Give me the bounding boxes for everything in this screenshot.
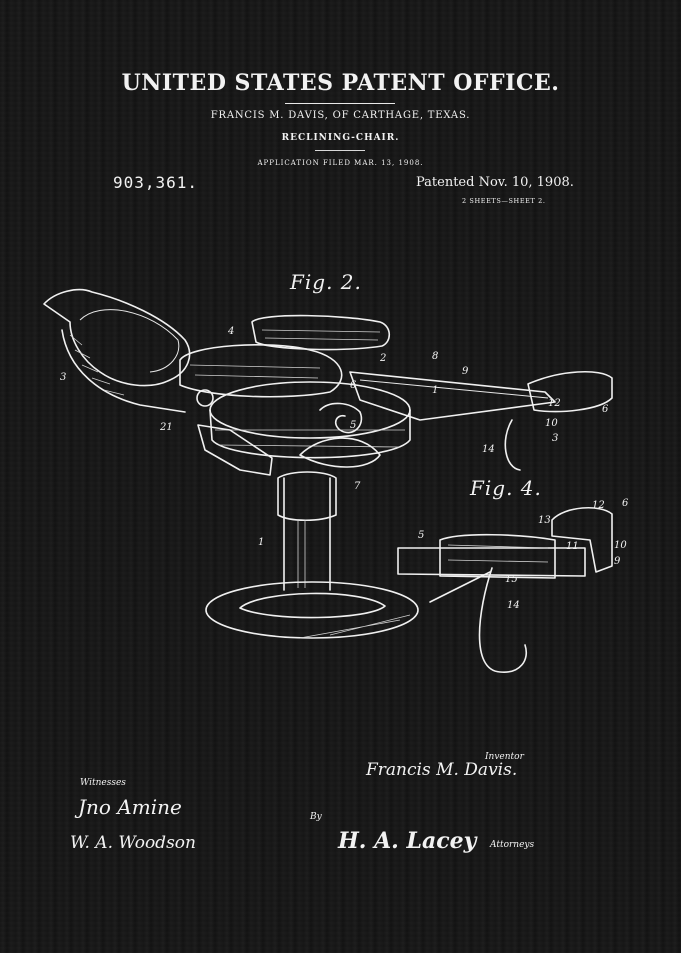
ref-numeral: 6 (622, 498, 629, 509)
ref-numeral: 7 (354, 481, 361, 492)
patent-date: Patented Nov. 10, 1908. (416, 175, 574, 190)
title-divider (285, 103, 395, 104)
ref-numeral: 5 (418, 530, 425, 541)
ref-numeral: 6 (350, 380, 357, 391)
patent-number: 903,361. (113, 173, 199, 192)
fig4-block (439, 533, 556, 579)
headrest-arm (61, 329, 186, 413)
ref-numeral: 8 (432, 351, 439, 362)
fig4-cap (551, 506, 613, 573)
ref-numeral: 9 (614, 556, 621, 567)
by-label: By (310, 812, 322, 822)
fig4-bar (397, 547, 586, 577)
fig4-detail (397, 506, 613, 673)
fig2-chair (43, 288, 613, 639)
ref-numeral: 10 (545, 418, 558, 429)
witness-signature-1: Jno Amine (78, 795, 182, 819)
sheet-count: 2 SHEETS—SHEET 2. (462, 197, 546, 205)
seat-drum-hatch (215, 429, 405, 448)
inventor-line: FRANCIS M. DAVIS, OF CARTHAGE, TEXAS. (210, 110, 471, 121)
pedestal-collar (277, 471, 337, 522)
side-plate (197, 424, 273, 476)
back-cushion (251, 314, 391, 351)
ref-numeral: 14 (482, 444, 495, 455)
ref-numeral: 6 (602, 404, 609, 415)
ref-numeral: 3 (60, 372, 67, 383)
fig4-label: Fig. 4. (470, 476, 542, 500)
seat-drum-side (209, 409, 411, 459)
attorneys-label: Attorneys (490, 840, 535, 850)
pedestal-base-hatch (299, 614, 411, 639)
ref-numeral: 12 (548, 398, 561, 409)
pedestal-column (283, 477, 331, 591)
invention-divider (315, 150, 365, 151)
headrest (43, 288, 191, 387)
ref-numeral: 5 (350, 420, 357, 431)
footrest-pad (527, 370, 613, 413)
ref-numeral: 1 (432, 385, 439, 396)
ref-numeral: 11 (566, 541, 579, 552)
seat-pivot (196, 389, 214, 407)
invention-name: RECLINING-CHAIR. (281, 133, 400, 143)
witnesses-label: Witnesses (80, 778, 126, 788)
headrest-inner (79, 309, 180, 373)
ref-numeral: 21 (160, 422, 173, 433)
fig2-label: Fig. 2. (290, 270, 362, 294)
ref-numeral: 13 (538, 515, 551, 526)
ref-numeral: 4 (228, 326, 235, 337)
ornament-bracket (319, 402, 363, 434)
inventor-label: Inventor (485, 752, 524, 762)
pedestal-base (205, 581, 419, 639)
ref-numeral: 2 (380, 353, 387, 364)
fig4-arm (429, 571, 491, 603)
footrest-beam-edge (359, 379, 549, 399)
inventor-signature: Francis M. Davis. (366, 760, 518, 780)
fig4-block-hatch (447, 544, 549, 563)
attorney-signature: H. A. Lacey (338, 828, 477, 854)
ref-numeral: 15 (505, 574, 518, 585)
back-cushion-hatch (261, 329, 381, 341)
ref-numeral: 12 (592, 500, 605, 511)
ornament-front (299, 437, 381, 468)
ref-numeral: 9 (462, 366, 469, 377)
headrest-hatch (69, 334, 125, 396)
witness-signature-2: W. A. Woodson (70, 833, 196, 853)
ref-numeral: 10 (614, 540, 627, 551)
pedestal-hatch (297, 520, 306, 588)
ref-numeral: 1 (258, 537, 265, 548)
pedestal-base-inner (239, 592, 386, 619)
ref-numeral: 3 (552, 433, 559, 444)
page-title: UNITED STATES PATENT OFFICE. (121, 70, 560, 96)
fig4-hook (478, 567, 527, 673)
ref-numeral: 14 (507, 600, 520, 611)
footrest-beam (349, 371, 556, 421)
seat-cushion-hatch (189, 364, 321, 379)
seat-cushion (179, 344, 343, 398)
application-date: APPLICATION FILED MAR. 13, 1908. (257, 159, 424, 167)
footrest-hook (504, 419, 521, 471)
